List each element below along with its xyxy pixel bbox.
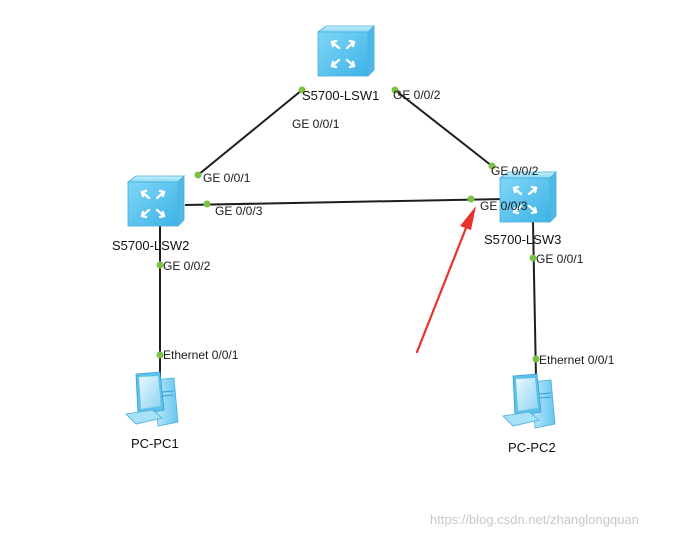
port-dot-lsw1-g2[interactable]: [391, 86, 399, 94]
port-dot-lsw3-g3[interactable]: [467, 195, 475, 203]
device-label-lsw1: S5700-LSW1: [302, 88, 380, 103]
port-dot-lsw3-g1[interactable]: [529, 254, 537, 262]
port-dot-lsw2-g3[interactable]: [203, 200, 211, 208]
pc-icon[interactable]: [502, 373, 556, 429]
link-lsw2-lsw3[interactable]: [184, 198, 506, 206]
port-dot-pc2-eth[interactable]: [532, 355, 540, 363]
port-dot-lsw3-g2[interactable]: [488, 162, 496, 170]
port-label-lsw1-g1: GE 0/0/1: [292, 117, 340, 131]
switch-icon[interactable]: [316, 25, 375, 77]
port-label-pc2-eth: Ethernet 0/0/1: [539, 353, 615, 367]
watermark: https://blog.csdn.net/zhanglongquan: [430, 512, 639, 527]
port-label-lsw3-g1: GE 0/0/1: [536, 252, 584, 266]
port-dot-lsw2-g1[interactable]: [194, 171, 202, 179]
red-arrow-annotation: [415, 206, 476, 354]
port-label-lsw1-g2: GE 0/0/2: [393, 88, 441, 102]
link-lsw1-lsw2[interactable]: [197, 89, 303, 176]
link-lsw3-pc2[interactable]: [532, 221, 537, 379]
port-dot-lsw2-g2[interactable]: [156, 261, 164, 269]
switch-icon[interactable]: [126, 175, 185, 227]
pc-icon[interactable]: [125, 371, 179, 427]
link-lsw1-lsw3[interactable]: [394, 89, 493, 167]
device-label-lsw3: S5700-LSW3: [484, 232, 562, 247]
switch-icon[interactable]: [498, 171, 557, 223]
device-label-pc1: PC-PC1: [131, 436, 179, 451]
port-label-lsw3-g3: GE 0/0/3: [480, 199, 528, 213]
port-label-lsw2-g1: GE 0/0/1: [203, 171, 251, 185]
port-label-lsw3-g2: GE 0/0/2: [491, 164, 539, 178]
port-label-pc1-eth: Ethernet 0/0/1: [163, 348, 239, 362]
port-label-lsw2-g2: GE 0/0/2: [163, 259, 211, 273]
port-label-lsw2-g3: GE 0/0/3: [215, 204, 263, 218]
device-label-pc2: PC-PC2: [508, 440, 556, 455]
port-dot-lsw1-g1[interactable]: [298, 86, 306, 94]
port-dot-pc1-eth[interactable]: [156, 351, 164, 359]
device-label-lsw2: S5700-LSW2: [112, 238, 190, 253]
